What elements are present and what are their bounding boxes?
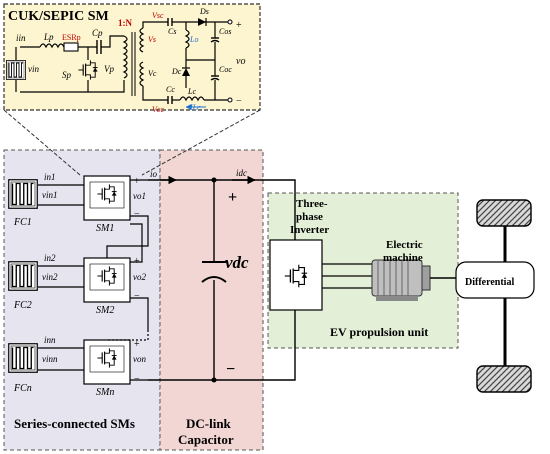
dc-plus: + xyxy=(228,189,237,206)
transformer-secondary-c xyxy=(139,61,145,87)
inductor-lc xyxy=(179,96,205,102)
dc-link-label-1: DC-link xyxy=(186,416,232,431)
sm-box-1 xyxy=(83,175,131,221)
resistor-esr xyxy=(63,42,79,52)
drivetrain: Differential xyxy=(455,199,535,393)
fc-label-2: FC2 xyxy=(13,300,32,311)
three-phase-lines xyxy=(322,263,372,289)
plus-n: + xyxy=(134,339,140,350)
vo-label-1: vo1 xyxy=(133,191,146,201)
label-cos: Cos xyxy=(219,27,231,36)
machine-label-2: machine xyxy=(383,252,423,264)
inverter-label-2: phase xyxy=(296,211,323,223)
label-cs: Cs xyxy=(168,27,176,36)
inverter xyxy=(269,239,323,311)
label-cc: Cc xyxy=(166,85,175,94)
label-coc: Coc xyxy=(219,65,232,74)
label-lp: Lp xyxy=(43,32,54,42)
vin-label-n: vinn xyxy=(42,354,58,364)
label-ratio: 1:N xyxy=(118,18,132,28)
minus-1: − xyxy=(134,209,140,220)
vo-label-2: vo2 xyxy=(133,272,146,282)
label-lc: Lc xyxy=(187,87,196,96)
sm-label-1: SM1 xyxy=(96,223,114,234)
ev-unit-label: EV propulsion unit xyxy=(330,325,428,339)
series-sms-label: Series-connected SMs xyxy=(14,416,135,431)
transformer-secondary-s xyxy=(139,27,145,53)
fuel-cell-icon xyxy=(8,178,38,210)
inverter-label-1: Three- xyxy=(296,198,328,210)
sm-box-n xyxy=(83,339,131,385)
differential-label: Differential xyxy=(465,277,514,288)
differential-box xyxy=(455,261,535,299)
electric-motor-icon xyxy=(371,259,431,301)
vin-label-1: vin1 xyxy=(42,190,58,200)
inset-minus: − xyxy=(236,96,242,107)
fc-label-n: FCn xyxy=(13,383,32,394)
sm-label-n: SMn xyxy=(96,387,114,398)
dc-link-panel xyxy=(159,149,264,451)
idc-label: idc xyxy=(236,168,247,178)
minus-2: − xyxy=(134,291,140,302)
machine-label-1: Electric xyxy=(386,239,423,251)
fc-label-1: FC1 xyxy=(13,217,32,228)
label-vp: Vp xyxy=(104,64,114,74)
label-vsc: Vsc xyxy=(152,11,164,20)
vo-label-n: von xyxy=(133,354,146,364)
transformer-primary xyxy=(122,35,128,79)
wheel-icon xyxy=(476,365,532,393)
label-vcc: Vcc xyxy=(152,105,164,114)
current-label-1: in1 xyxy=(44,172,56,182)
inset-title: CUK/SEPIC SM xyxy=(8,9,109,24)
fuel-cell-icon xyxy=(8,260,38,292)
module-1: FC1 SM1 in1 vin1 vo1 + − xyxy=(8,172,146,234)
label-esr: ESRp xyxy=(62,33,81,42)
plus-1: + xyxy=(134,176,140,187)
vin-label-2: vin2 xyxy=(42,272,58,282)
wheel-icon xyxy=(476,199,532,227)
label-ds: Ds xyxy=(199,7,209,16)
sm-box-2 xyxy=(83,257,131,303)
current-label-n: inn xyxy=(44,335,56,345)
label-vs: Vs xyxy=(148,35,156,44)
series-wiring xyxy=(106,179,149,381)
label-dc-diode: Dc xyxy=(171,67,182,76)
label-cp: Cp xyxy=(92,28,103,38)
label-lo: Lo xyxy=(189,35,198,44)
inset-plus: + xyxy=(236,20,242,31)
vdc-label: vdc xyxy=(225,253,249,272)
io-label: io xyxy=(150,169,158,179)
label-vo-inset: vo xyxy=(236,56,245,67)
capacitor-icon xyxy=(201,261,227,283)
inset-fuel-cell-icon xyxy=(6,60,26,80)
sm-label-2: SM2 xyxy=(96,305,114,316)
inverter-label-3: Inverter xyxy=(290,224,329,236)
fuel-cell-icon xyxy=(8,342,38,374)
dc-minus: − xyxy=(226,361,235,378)
dc-link-label-2: Capacitor xyxy=(178,432,234,447)
current-label-2: in2 xyxy=(44,253,56,263)
cuk-sepic-inset: CUK/SEPIC SM xyxy=(3,3,261,176)
label-vin-inset: vin xyxy=(28,64,39,74)
label-vc: Vc xyxy=(148,69,157,78)
dc-bus xyxy=(148,179,296,381)
label-iin: iin xyxy=(16,33,26,43)
label-sp: Sp xyxy=(62,70,72,80)
inductor-lo xyxy=(184,29,190,49)
inductor-lp xyxy=(39,43,65,49)
